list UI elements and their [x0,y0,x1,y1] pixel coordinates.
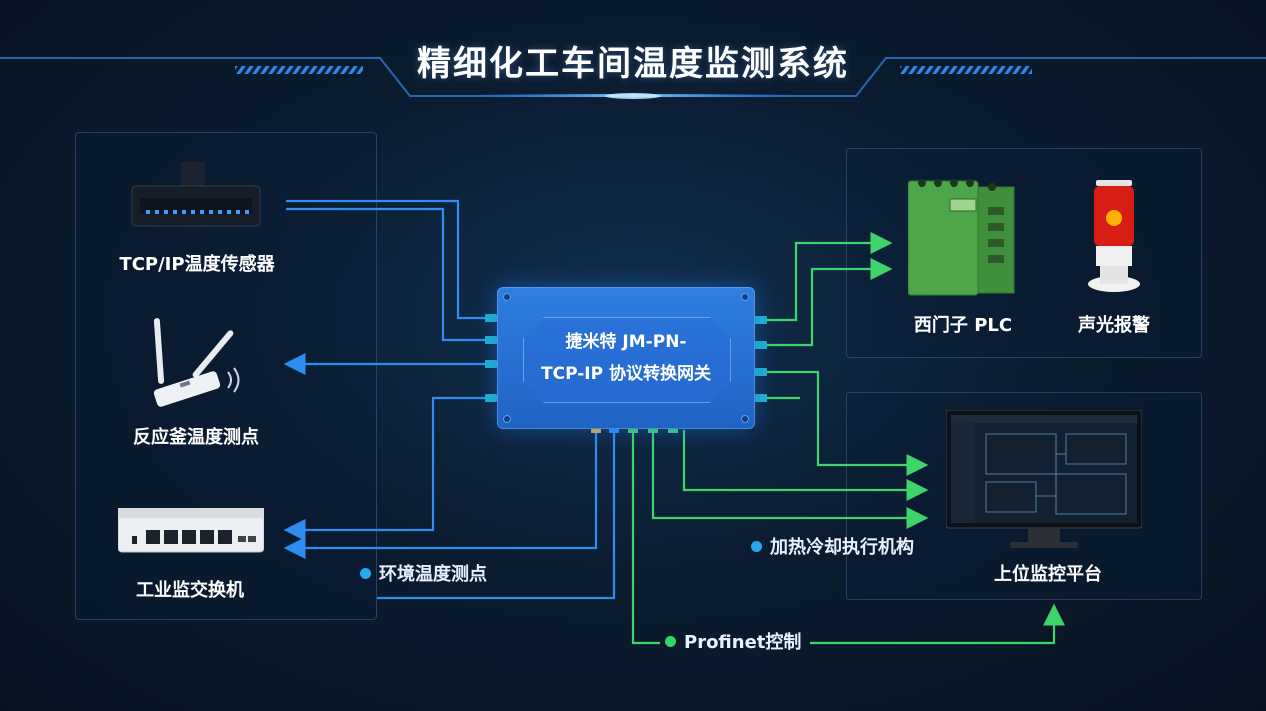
sensor-line-1 [286,199,497,320]
legend-dot-blue-2 [751,541,762,552]
plc-line-1 [755,232,893,322]
env-line-2 [377,430,616,600]
page-title: 精细化工车间温度监测系统 [417,44,849,84]
switch-line [283,396,497,541]
profinet-line-a [631,430,660,645]
alarm-light-icon [1088,180,1140,292]
industrial-switch-label: 工业监交换机 [136,580,244,601]
wireless-temperature-point-icon [153,318,240,407]
legend-env-temperature: 环境温度测点 [360,560,487,586]
legend-profinet-text: Profinet控制 [684,632,802,653]
plc-icon [908,179,1015,296]
profinet-line-b [810,603,1065,645]
alarm-label: 声光报警 [1078,315,1150,336]
sensor-line-2 [286,207,497,342]
legend-env-text: 环境温度测点 [379,564,487,585]
temperature-sensor-label: TCP/IP温度传感器 [119,254,275,275]
monitoring-platform-icon [946,410,1142,548]
monitor-line-3 [682,430,929,501]
env-line [283,430,598,559]
heating-line [651,430,929,529]
gateway-label-line1: 捷米特 JM-PN- [565,332,687,352]
plc-alarm-panel [846,148,1202,358]
legend-heating-text: 加热冷却执行机构 [770,537,914,558]
gateway-label-line2: TCP-IP 协议转换网关 [541,364,711,384]
wireless-temperature-point-label: 反应釜温度测点 [133,427,259,448]
title-stripes-right [900,66,1032,74]
legend-profinet: Profinet控制 [665,628,801,654]
title-stripes-left [235,66,363,74]
plc-label: 西门子 PLC [913,315,1013,336]
protocol-gateway: 捷米特 JM-PN- TCP-IP 协议转换网关 [497,287,755,429]
monitor-line-1 [755,370,929,476]
plc-line-2 [755,258,893,347]
monitoring-platform-label: 上位监控平台 [994,564,1102,585]
temperature-sensor-icon [131,162,261,227]
legend-dot-blue [360,568,371,579]
legend-heating-cooling: 加热冷却执行机构 [751,533,914,559]
industrial-switch-icon [118,508,264,553]
legend-dot-green [665,636,676,647]
